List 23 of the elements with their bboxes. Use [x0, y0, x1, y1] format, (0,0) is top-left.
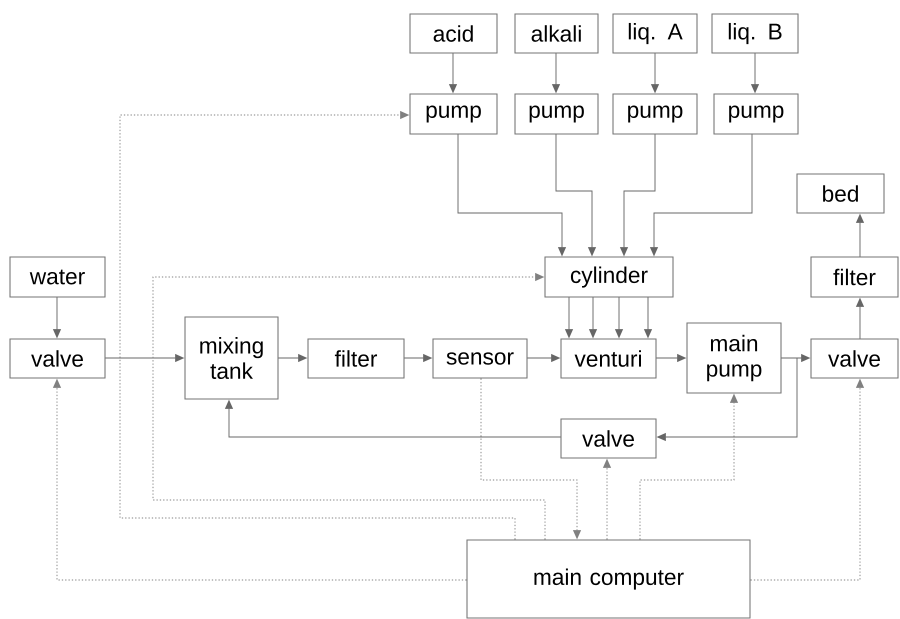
- process-box: acid: [409, 13, 498, 54]
- process-box: main pump: [686, 322, 782, 394]
- process-box: liq. B: [711, 13, 799, 54]
- signal-line: [152, 272, 546, 540]
- process-box: alkali: [514, 13, 599, 54]
- process-box: valve: [810, 338, 899, 379]
- process-box: water: [9, 256, 106, 298]
- process-box: liq. A: [612, 13, 698, 54]
- process-box: venturi: [560, 338, 657, 379]
- process-box: filter: [307, 338, 405, 379]
- process-box: filter: [810, 256, 899, 298]
- process-box: valve: [9, 338, 106, 379]
- process-box: pump: [409, 93, 498, 135]
- process-box: pump: [514, 93, 599, 135]
- process-box: main computer: [466, 539, 751, 619]
- process-box: mixing tank: [184, 316, 279, 400]
- process-box: pump: [612, 93, 698, 135]
- process-box: pump: [713, 93, 799, 135]
- signal-line: [120, 110, 516, 540]
- process-box: valve: [560, 418, 657, 459]
- process-box: sensor: [432, 338, 528, 379]
- process-box: bed: [796, 173, 885, 214]
- process-box: cylinder: [544, 256, 674, 298]
